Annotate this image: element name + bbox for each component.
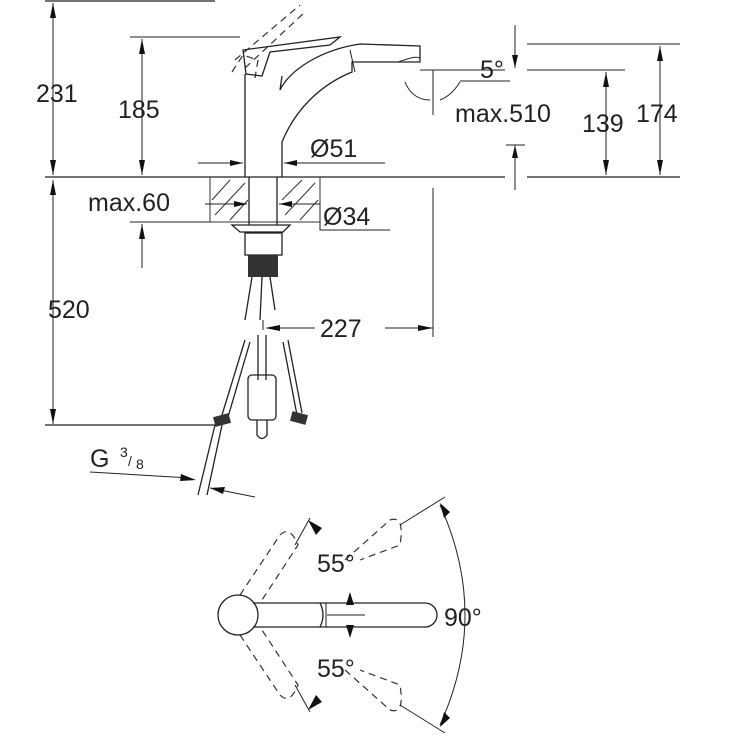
angle-lever-lower: 55° [317, 655, 355, 683]
dimension-spout-outlet-height: 139 [582, 110, 624, 138]
angle-lever-upper: 55° [317, 550, 355, 578]
faucet-side-view [45, 0, 680, 498]
dimension-pullout-length: max.510 [455, 100, 551, 128]
faucet-top-view [217, 496, 466, 734]
dimension-spout-angle: 5° [480, 56, 504, 84]
dimension-body-diameter: Ø51 [310, 135, 357, 163]
thread-fraction-slash: / [128, 453, 132, 469]
dimension-total-height: 231 [36, 80, 78, 108]
dimension-spout-reach: 227 [320, 315, 362, 343]
dimension-counter-thickness: max.60 [88, 189, 170, 217]
dimension-hose-length: 520 [48, 296, 90, 324]
dimension-spout-top-height: 174 [636, 100, 678, 128]
dimension-lever-height: 185 [118, 96, 160, 124]
dimension-hole-diameter: Ø34 [323, 203, 370, 231]
thread-numerator: 3 [120, 444, 128, 460]
thread-label: G [90, 445, 109, 473]
thread-denominator: 8 [136, 456, 144, 472]
angle-rotation: 90° [444, 604, 482, 632]
